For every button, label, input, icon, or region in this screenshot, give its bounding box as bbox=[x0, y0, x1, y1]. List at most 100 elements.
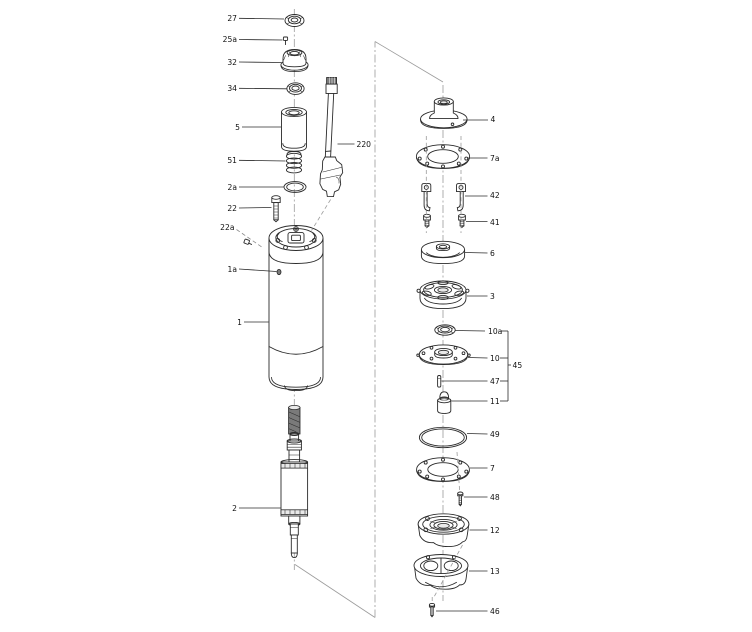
leader-line-34 bbox=[238, 87, 287, 90]
callout-220: 220 bbox=[337, 140, 372, 149]
callout-label-25a: 25a bbox=[223, 35, 237, 44]
part-7a-drawing bbox=[415, 144, 471, 169]
leader-line-6 bbox=[464, 252, 488, 254]
callout-22: 22 bbox=[227, 204, 272, 213]
callout-label-3: 3 bbox=[490, 292, 495, 301]
part-7-drawing bbox=[416, 457, 470, 482]
callout-label-10: 10 bbox=[490, 354, 500, 363]
callout-47: 47 bbox=[441, 377, 508, 386]
callout-label-34: 34 bbox=[227, 84, 237, 93]
leader-line-10 bbox=[467, 357, 488, 359]
leader-line-32 bbox=[238, 61, 282, 63]
leader-line-27 bbox=[238, 17, 285, 20]
part-47-drawing bbox=[437, 375, 442, 388]
callout-label-4: 4 bbox=[491, 115, 496, 124]
callout-label-27: 27 bbox=[227, 14, 237, 23]
part-27-drawing bbox=[284, 14, 305, 27]
callout-48: 48 bbox=[464, 493, 500, 502]
callout-1: 1 bbox=[237, 318, 269, 327]
callout-label-10a: 10a bbox=[488, 327, 502, 336]
callout-label-48: 48 bbox=[490, 493, 500, 502]
part-42-drawing bbox=[421, 183, 466, 212]
callout-13: 13 bbox=[469, 567, 500, 576]
callout-2: 2 bbox=[232, 504, 281, 513]
callout-10a: 10a bbox=[455, 327, 508, 336]
callout-12: 12 bbox=[469, 526, 500, 535]
part-12-drawing bbox=[417, 513, 470, 548]
callout-label-42: 42 bbox=[490, 191, 500, 200]
part-5-drawing bbox=[281, 106, 307, 152]
part-41-drawing bbox=[423, 213, 466, 228]
callout-label-11: 11 bbox=[490, 397, 500, 406]
callout-layer: 2725a32345512a2222a1a1222047a42416310a10… bbox=[220, 14, 522, 616]
assembly-boundary-upper-diagonal bbox=[374, 41, 444, 83]
callout-1a: 1a bbox=[228, 265, 277, 274]
callout-label-13: 13 bbox=[490, 567, 500, 576]
screw-46-axis bbox=[433, 544, 463, 598]
callout-45: 45 bbox=[507, 331, 522, 401]
callout-2a: 2a bbox=[228, 183, 284, 192]
callout-label-2a: 2a bbox=[228, 183, 238, 192]
callout-42: 42 bbox=[465, 191, 500, 200]
callout-label-6: 6 bbox=[490, 249, 495, 258]
part-32-drawing bbox=[280, 49, 309, 73]
part-220-drawing bbox=[319, 77, 344, 198]
leader-line-25a bbox=[238, 39, 283, 41]
leader-line-1a bbox=[238, 268, 277, 272]
callout-7a: 7a bbox=[467, 154, 500, 163]
callout-32: 32 bbox=[227, 58, 282, 67]
callout-label-220: 220 bbox=[357, 140, 372, 149]
callout-label-47: 47 bbox=[490, 377, 500, 386]
callout-label-12: 12 bbox=[490, 526, 500, 535]
callout-27: 27 bbox=[227, 14, 285, 23]
callout-6: 6 bbox=[464, 249, 495, 258]
callout-10: 10 bbox=[467, 354, 508, 363]
part-49-drawing bbox=[418, 426, 468, 449]
part-3-drawing bbox=[416, 280, 470, 310]
part-25a-drawing bbox=[282, 36, 289, 46]
leader-line-22a bbox=[236, 229, 263, 248]
part-34-drawing bbox=[286, 82, 305, 95]
callout-label-49: 49 bbox=[490, 430, 500, 439]
callout-label-46: 46 bbox=[490, 607, 500, 616]
callout-label-7: 7 bbox=[490, 464, 495, 473]
callout-7: 7 bbox=[470, 464, 495, 473]
leader-line-51 bbox=[238, 159, 286, 162]
part-48-drawing bbox=[457, 491, 464, 507]
callout-4: 4 bbox=[463, 115, 496, 124]
part-4-drawing bbox=[420, 97, 468, 129]
part-22a-screw bbox=[243, 238, 253, 245]
leader-line-10a bbox=[455, 330, 486, 332]
part-11-drawing bbox=[437, 391, 452, 414]
cable-plug-axis bbox=[311, 199, 331, 231]
part-6-drawing bbox=[420, 240, 466, 265]
leader-line-22 bbox=[238, 207, 272, 209]
callout-34: 34 bbox=[227, 84, 287, 93]
part-46-drawing bbox=[428, 602, 436, 618]
callout-label-1a: 1a bbox=[228, 265, 238, 274]
part-51-drawing bbox=[285, 151, 303, 174]
construction-lines-front bbox=[311, 136, 463, 603]
part-22-drawing bbox=[271, 195, 281, 223]
callout-22a: 22a bbox=[220, 223, 263, 248]
callout-label-41: 41 bbox=[490, 218, 500, 227]
callout-5: 5 bbox=[235, 123, 281, 132]
callout-3: 3 bbox=[467, 292, 495, 301]
callout-label-1: 1 bbox=[237, 318, 242, 327]
part-2-drawing bbox=[280, 404, 309, 559]
callout-label-51: 51 bbox=[227, 156, 237, 165]
callout-25a: 25a bbox=[223, 35, 283, 44]
part-10a-drawing bbox=[434, 324, 456, 336]
callout-49: 49 bbox=[466, 430, 500, 439]
part-1a-plug bbox=[276, 268, 282, 275]
part-10-drawing bbox=[416, 344, 471, 366]
callout-11: 11 bbox=[451, 397, 508, 406]
callout-51: 51 bbox=[227, 156, 286, 165]
callout-label-5: 5 bbox=[235, 123, 240, 132]
callout-46: 46 bbox=[436, 607, 500, 616]
assembly-boundary-lower-diagonal bbox=[294, 564, 376, 618]
callout-41: 41 bbox=[466, 218, 500, 227]
callout-label-7a: 7a bbox=[490, 154, 500, 163]
